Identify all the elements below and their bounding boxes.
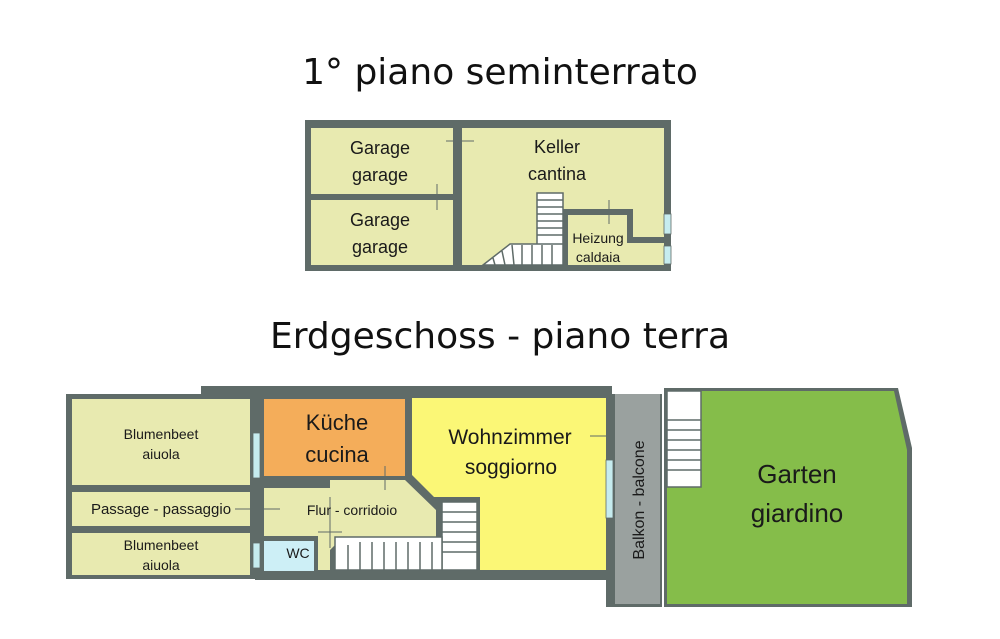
flowerbed-2-label-it: aiuola — [142, 557, 180, 573]
boiler-room-wall — [562, 209, 664, 265]
passage-area — [72, 492, 250, 526]
ground-stairs — [334, 501, 478, 571]
kitchen-room — [264, 399, 405, 476]
garden-label-it: giardino — [751, 498, 844, 528]
window-flowerbed — [252, 432, 261, 479]
basement-window-1 — [663, 213, 672, 235]
garage-2-label-it: garage — [352, 237, 408, 257]
corridor-room — [264, 480, 436, 570]
living-label-de: Wohnzimmer — [448, 426, 571, 449]
ground-floor-title: Erdgeschoss - piano terra — [269, 316, 731, 357]
window-wc — [252, 542, 261, 569]
boiler-label-it: caldaia — [576, 249, 621, 265]
flowerbed-2-label-de: Blumenbeet — [124, 537, 199, 553]
passage-label: Passage - passaggio — [91, 501, 231, 518]
wc-label: WC — [286, 545, 309, 561]
flowerbed-2 — [72, 533, 250, 575]
boiler-label-de: Heizung — [572, 230, 623, 246]
garage-room-2 — [311, 200, 453, 265]
kitchen-label-it: cucina — [305, 442, 369, 467]
garden-label-de: Garten — [757, 459, 837, 489]
basement-floor-title: 1° piano seminterrato — [302, 52, 698, 93]
garden-stairs — [666, 390, 702, 488]
garage-1-label-de: Garage — [350, 138, 410, 158]
cellar-label-de: Keller — [534, 137, 580, 157]
garage-1-label-it: garage — [352, 165, 408, 185]
wc-room — [264, 541, 314, 571]
ground-plan: Blumenbeet aiuola Passage - passaggio Bl… — [66, 386, 912, 607]
living-room — [412, 398, 606, 570]
basement-plan: Garage garage Garage garage Keller canti… — [305, 120, 672, 271]
living-label-it: soggiorno — [465, 456, 557, 479]
flowerbed-1-label-de: Blumenbeet — [124, 426, 199, 442]
cellar-label-it: cantina — [528, 164, 587, 184]
kitchen-label-de: Küche — [306, 410, 368, 435]
garden-area — [667, 391, 907, 604]
garage-room-1 — [311, 128, 453, 194]
basement-window-2 — [663, 245, 672, 265]
balcony-area — [615, 394, 660, 604]
window-living — [605, 459, 614, 519]
flowerbed-1 — [72, 399, 250, 485]
basement-stairs — [480, 192, 564, 266]
corridor-label: Flur - corridoio — [307, 502, 397, 518]
balcony-label: Balkon - balcone — [631, 440, 648, 559]
flowerbed-1-label-it: aiuola — [142, 446, 180, 462]
garage-2-label-de: Garage — [350, 210, 410, 230]
